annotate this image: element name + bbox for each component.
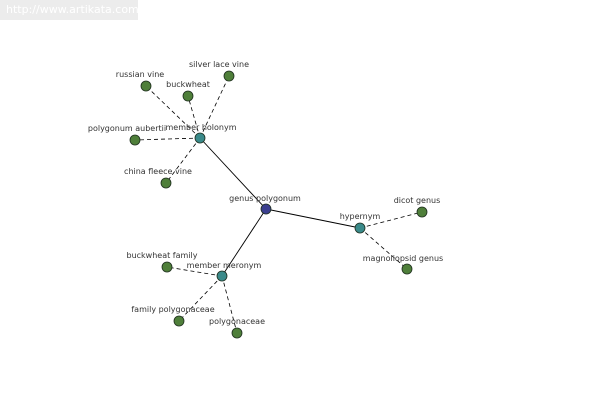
- edge-member-holonym-to-silver-lace-vine: [199, 75, 230, 139]
- node-silver-lace-vine[interactable]: silver lace vine: [189, 60, 249, 82]
- node-buckwheat-family-dot[interactable]: [161, 261, 173, 273]
- node-china-fleece-vine-label[interactable]: china fleece vine: [124, 167, 192, 176]
- node-dicot-genus[interactable]: dicot genus: [394, 196, 441, 218]
- node-dicot-genus-dot[interactable]: [416, 206, 428, 218]
- node-family-polygonaceae-label[interactable]: family polygonaceae: [131, 305, 214, 314]
- node-china-fleece-vine-dot[interactable]: [160, 177, 172, 189]
- node-silver-lace-vine-dot[interactable]: [223, 70, 235, 82]
- edge-center-to-member-meronym: [221, 208, 267, 277]
- node-silver-lace-vine-label[interactable]: silver lace vine: [189, 60, 249, 69]
- node-russian-vine-dot[interactable]: [140, 80, 152, 92]
- edge-member-holonym-to-buckwheat: [187, 95, 201, 139]
- node-buckwheat-family[interactable]: buckwheat family: [127, 251, 198, 273]
- center-node-label[interactable]: genus polygonum: [229, 194, 301, 203]
- edge-member-holonym-to-china-fleece-vine: [165, 137, 201, 184]
- site-url-watermark[interactable]: http://www.artikata.com: [0, 0, 139, 20]
- relation-node-hypernym-label[interactable]: hypernym: [340, 212, 381, 221]
- node-buckwheat-family-label[interactable]: buckwheat family: [127, 251, 198, 260]
- node-buckwheat[interactable]: buckwheat: [166, 80, 210, 102]
- node-russian-vine[interactable]: russian vine: [116, 70, 164, 92]
- node-family-polygonaceae-dot[interactable]: [173, 315, 185, 327]
- node-dicot-genus-label[interactable]: dicot genus: [394, 196, 441, 205]
- node-family-polygonaceae[interactable]: family polygonaceae: [131, 305, 215, 327]
- node-polygonum-aubertii-dot[interactable]: [129, 134, 141, 146]
- center-node-dot[interactable]: [260, 203, 272, 215]
- node-magnoliopsid-genus[interactable]: magnoliopsid genus: [363, 254, 443, 275]
- node-polygonaceae-label[interactable]: polygonaceae: [209, 317, 265, 326]
- node-russian-vine-label[interactable]: russian vine: [116, 70, 164, 79]
- edge-hypernym-to-magnoliopsid-genus: [359, 227, 408, 270]
- node-polygonaceae[interactable]: polygonaceae: [209, 317, 265, 339]
- node-china-fleece-vine[interactable]: china fleece vine: [124, 167, 192, 189]
- edge-center-to-hypernym: [265, 208, 361, 229]
- relation-node-member-holonym-dot[interactable]: [194, 132, 206, 144]
- node-buckwheat-label[interactable]: buckwheat: [166, 80, 210, 89]
- edge-member-holonym-to-russian-vine: [145, 85, 201, 139]
- edge-member-holonym-to-polygonum-aubertii: [134, 137, 201, 141]
- edge-member-meronym-to-polygonaceae: [221, 275, 238, 334]
- edge-center-to-member-holonym: [199, 137, 267, 210]
- graph-edges: [134, 75, 423, 334]
- relation-node-hypernym[interactable]: hypernym: [340, 212, 381, 234]
- edge-hypernym-to-dicot-genus: [359, 211, 423, 229]
- node-magnoliopsid-genus-dot[interactable]: [401, 263, 413, 275]
- node-polygonum-aubertii[interactable]: polygonum aubertii: [88, 124, 166, 146]
- relation-node-member-meronym[interactable]: member meronym: [187, 261, 262, 282]
- center-node[interactable]: genus polygonum: [229, 194, 301, 215]
- relation-node-hypernym-dot[interactable]: [354, 222, 366, 234]
- relation-node-member-holonym-label[interactable]: member holonym: [165, 123, 236, 132]
- node-polygonum-aubertii-label[interactable]: polygonum aubertii: [88, 124, 166, 133]
- edge-member-meronym-to-buckwheat-family: [166, 266, 223, 277]
- relation-node-member-meronym-label[interactable]: member meronym: [187, 261, 262, 270]
- relation-node-member-meronym-dot[interactable]: [216, 270, 228, 282]
- node-magnoliopsid-genus-label[interactable]: magnoliopsid genus: [363, 254, 443, 263]
- node-polygonaceae-dot[interactable]: [231, 327, 243, 339]
- node-buckwheat-dot[interactable]: [182, 90, 194, 102]
- edge-member-meronym-to-family-polygonaceae: [178, 275, 223, 322]
- relation-node-member-holonym[interactable]: member holonym: [165, 123, 237, 144]
